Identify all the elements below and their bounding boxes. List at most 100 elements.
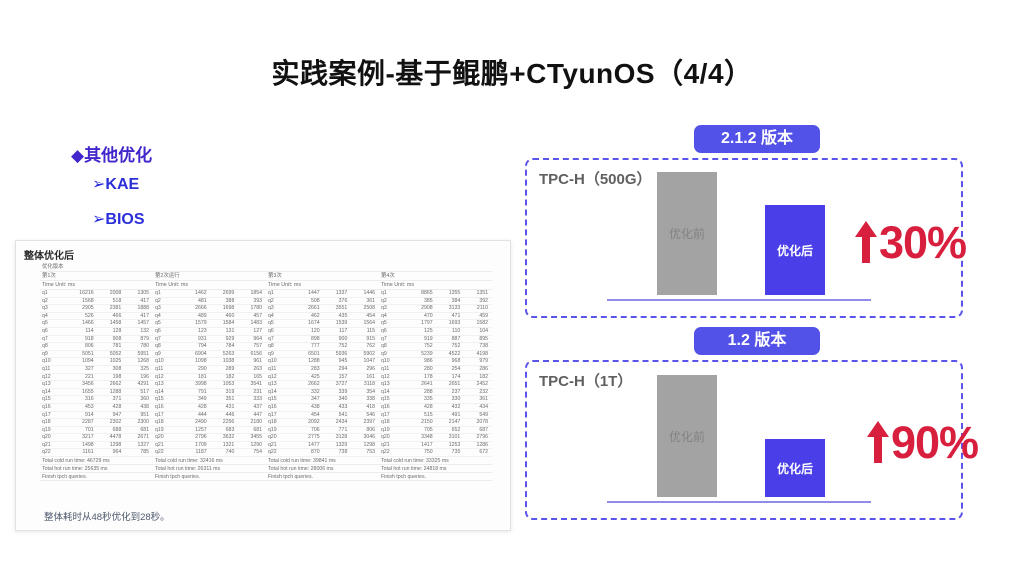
table-cell: 174: [451, 373, 461, 380]
table-cell: q17: [42, 411, 51, 418]
table-cell: 428: [424, 403, 433, 410]
table-cell: q8: [42, 343, 48, 350]
table-cell: q8: [155, 343, 161, 350]
table-cell: q13: [381, 381, 390, 388]
table-cell: 1854: [250, 290, 262, 296]
table-cell: 254: [451, 365, 461, 372]
table-cell: 1458: [109, 320, 122, 327]
table-cell: 688: [112, 426, 122, 433]
slide-title: 实践案例-基于鲲鹏+CTyunOS（4/4）: [271, 58, 753, 89]
table-cell: 2110: [476, 305, 488, 312]
bar-label: 优化前: [668, 227, 705, 241]
table-cell: 887: [451, 335, 461, 342]
chart-axis-line: [607, 299, 871, 301]
table-cell: q5: [268, 320, 274, 327]
table-cell: 914: [85, 411, 94, 418]
table-cell: 181: [198, 373, 207, 380]
table-cell: 681: [140, 426, 149, 433]
table-cell: 1286: [476, 441, 488, 448]
table-cell: 437: [253, 403, 262, 410]
table-cell: 418: [366, 403, 375, 410]
table-cell: 1780: [250, 305, 262, 312]
table-cell: 1446: [363, 290, 375, 296]
table-cell: 120: [311, 327, 320, 334]
table-cell: q10: [42, 358, 51, 365]
table-cell: 681: [253, 426, 262, 433]
table-cell: q1: [155, 290, 161, 296]
table-total-row: Total cold run time: 39841 ms: [266, 457, 379, 466]
table-cell: 1038: [222, 358, 235, 365]
table-cell: 131: [225, 327, 235, 334]
table-cell: q19: [155, 426, 164, 433]
table-cell: 3133: [448, 305, 461, 312]
table-cell: q14: [268, 388, 277, 395]
improvement-annotation: 30%: [855, 220, 967, 265]
table-cell: q7: [42, 335, 48, 342]
table-cell: 3455: [250, 434, 262, 441]
table-cell: 340: [338, 396, 348, 403]
table-cell: 385: [424, 297, 433, 304]
table-cell: q15: [381, 396, 390, 403]
table-unit-label: Time Unit: ms: [379, 281, 492, 290]
table-cell: q9: [381, 350, 387, 357]
table-cell: 231: [253, 388, 262, 395]
up-arrow-icon: [867, 420, 889, 465]
table-cell: 979: [479, 358, 488, 365]
table-cell: 290: [198, 365, 207, 372]
table-cell: 2287: [82, 419, 94, 426]
table-cell: 777: [311, 343, 320, 350]
chart-title: TPC-H（500G）: [539, 171, 652, 188]
table-cell: 114: [85, 327, 94, 334]
table-cell: 2302: [109, 419, 122, 426]
table-cell: 435: [338, 312, 348, 319]
table-cell: q3: [42, 305, 48, 312]
table-cell: 296: [366, 365, 375, 372]
table-cell: q18: [268, 419, 277, 426]
table-cell: q15: [155, 396, 164, 403]
table-cell: q2: [381, 297, 387, 304]
table-cell: 2092: [308, 419, 320, 426]
table-cell: 1483: [250, 320, 262, 327]
table-cell: 752: [451, 343, 461, 350]
table-total-row: Finish tpch queries.: [266, 473, 379, 482]
table-group-name: 第2次运行: [153, 272, 266, 281]
table-cell: 2397: [363, 419, 375, 426]
table-cell: 517: [140, 388, 149, 395]
table-cell: 6501: [308, 350, 320, 357]
table-cell: q10: [155, 358, 164, 365]
table-cell: 4198: [476, 350, 488, 357]
table-cell: q2: [268, 297, 274, 304]
table-cell: q7: [381, 335, 387, 342]
table-cell: 2434: [335, 419, 348, 426]
bar-label: 优化前: [668, 429, 705, 444]
chart-title: TPC-H（1T）: [539, 373, 633, 390]
table-cell: 417: [140, 312, 149, 319]
table-cell: 384: [451, 297, 461, 304]
table-cell: 1466: [82, 320, 94, 327]
table-cell: 1539: [335, 320, 348, 327]
table-cell: 518: [112, 297, 122, 304]
table-cell: q10: [381, 358, 390, 365]
